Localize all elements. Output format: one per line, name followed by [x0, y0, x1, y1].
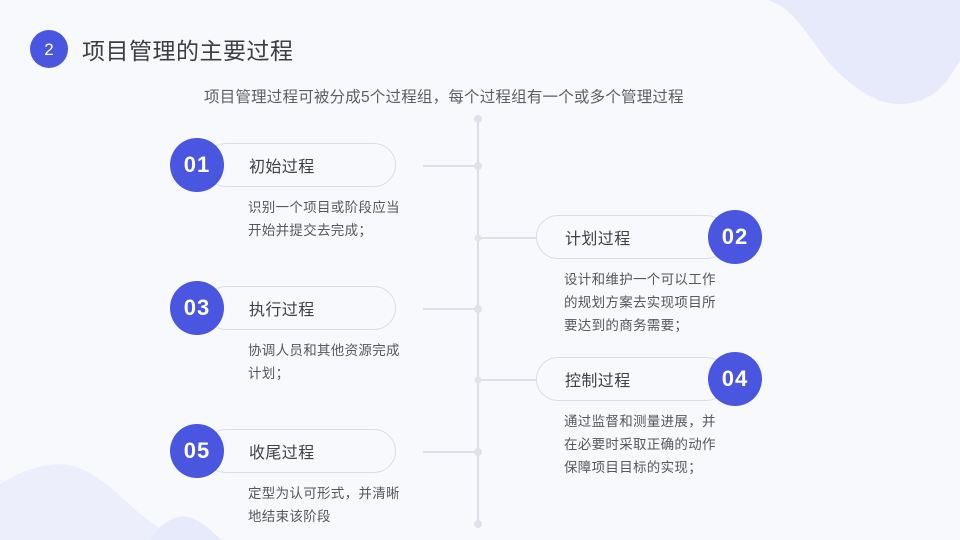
process-desc-04: 通过监督和测量进展，并 在必要时采取正确的动作 保障项目目标的实现； — [564, 414, 716, 475]
process-number-01: 01 — [170, 138, 224, 192]
process-item-01[interactable]: 初始过程 01 识别一个项目或阶段应当 开始并提交去完成； — [170, 138, 400, 242]
page-title: 项目管理的主要过程 — [82, 38, 294, 64]
connector-line-03 — [423, 308, 479, 310]
process-number-04: 04 — [708, 352, 762, 406]
timeline-spine — [477, 118, 479, 526]
page-subtitle: 项目管理过程可被分成5个过程组，每个过程组有一个或多个管理过程 — [204, 89, 684, 106]
process-label-02: 计划过程 — [565, 231, 631, 248]
process-pill-row-04: 控制过程 04 — [536, 352, 762, 406]
top-right-wave-large-icon — [768, 0, 960, 105]
process-desc-03: 协调人员和其他资源完成 计划； — [248, 343, 400, 381]
process-desc-05: 定型为认可形式，并清晰 地结束该阶段 — [248, 486, 400, 524]
process-label-03: 执行过程 — [249, 302, 315, 319]
process-pill-row-02: 计划过程 02 — [536, 210, 762, 264]
connector-dot-02 — [474, 234, 482, 242]
process-number-05: 05 — [170, 424, 224, 478]
process-pill-row-03: 执行过程 03 — [170, 281, 400, 335]
process-item-05[interactable]: 收尾过程 05 定型为认可形式，并清晰 地结束该阶段 — [170, 424, 400, 528]
process-pill-row-05: 收尾过程 05 — [170, 424, 400, 478]
process-item-03[interactable]: 执行过程 03 协调人员和其他资源完成 计划； — [170, 281, 400, 385]
connector-line-05 — [423, 451, 479, 453]
process-pill-05[interactable]: 收尾过程 — [204, 429, 396, 473]
spine-dot-bottom — [474, 520, 482, 528]
process-label-04: 控制过程 — [565, 373, 631, 390]
process-desc-01: 识别一个项目或阶段应当 开始并提交去完成； — [248, 200, 400, 238]
connector-line-01 — [423, 165, 479, 167]
process-label-01: 初始过程 — [249, 159, 315, 176]
process-number-03: 03 — [170, 281, 224, 335]
connector-dot-04 — [474, 376, 482, 384]
process-pill-01[interactable]: 初始过程 — [204, 143, 396, 187]
connector-line-02 — [478, 237, 536, 239]
section-number-badge: 2 — [30, 30, 68, 68]
process-pill-row-01: 初始过程 01 — [170, 138, 400, 192]
process-pill-03[interactable]: 执行过程 — [204, 286, 396, 330]
process-pill-04[interactable]: 控制过程 — [536, 357, 728, 401]
process-label-05: 收尾过程 — [249, 445, 315, 462]
process-desc-02: 设计和维护一个可以工作 的规划方案去实现项目所 要达到的商务需要； — [564, 272, 716, 333]
top-right-wave-icon — [760, 0, 960, 46]
connector-line-04 — [478, 379, 536, 381]
process-pill-02[interactable]: 计划过程 — [536, 215, 728, 259]
process-item-02[interactable]: 计划过程 02 设计和维护一个可以工作 的规划方案去实现项目所 要达到的商务需要… — [536, 210, 762, 337]
page-header: 2 项目管理的主要过程 — [30, 30, 294, 68]
process-number-02: 02 — [708, 210, 762, 264]
process-item-04[interactable]: 控制过程 04 通过监督和测量进展，并 在必要时采取正确的动作 保障项目目标的实… — [536, 352, 762, 479]
spine-dot-top — [474, 115, 482, 123]
